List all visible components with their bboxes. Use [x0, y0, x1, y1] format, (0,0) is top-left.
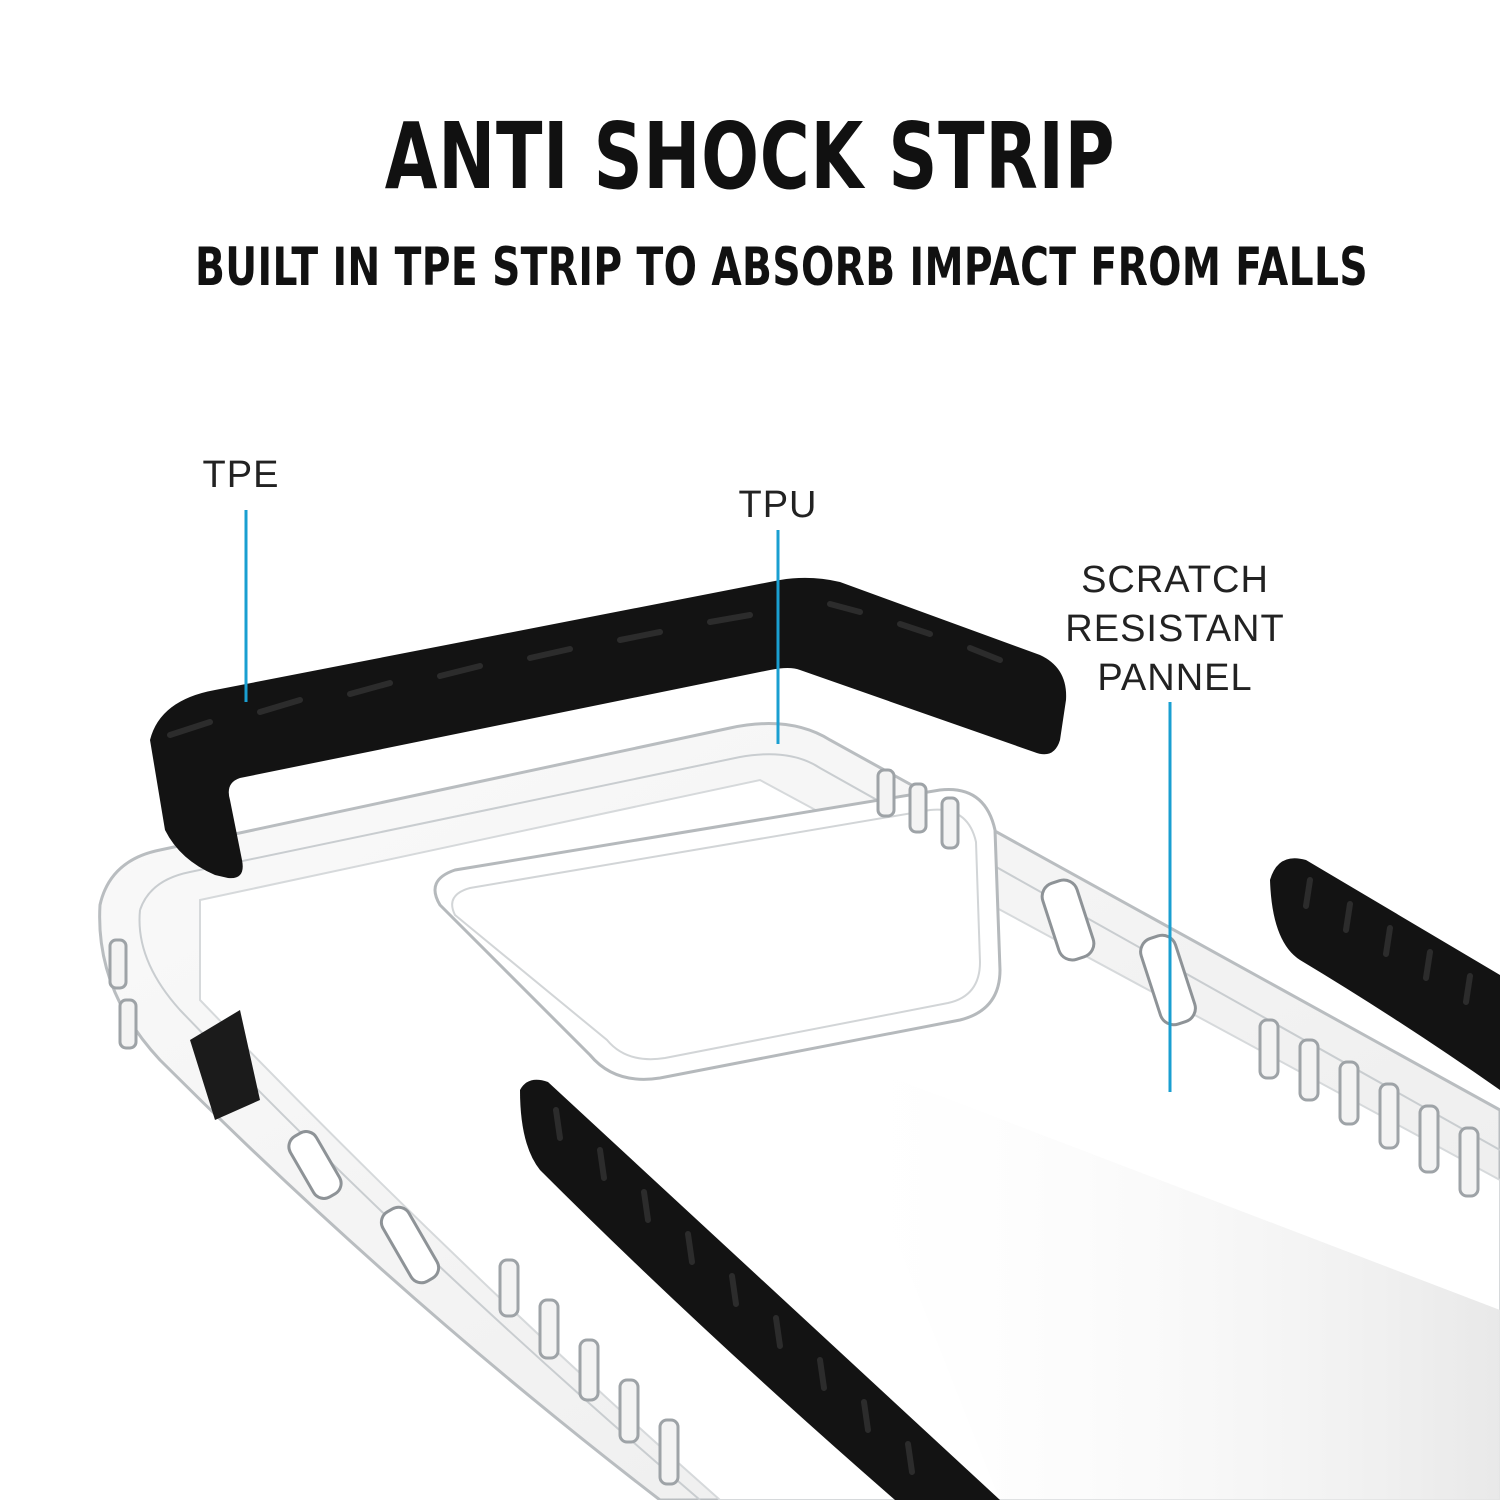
page-subtitle: BUILT IN TPE STRIP TO ABSORB IMPACT FROM… — [195, 237, 1369, 298]
scratch-label-line-3: PANNEL — [1097, 657, 1253, 699]
tpe-strip-top — [150, 577, 1067, 879]
tpu-callout-label: TPU — [738, 484, 818, 526]
scratch-label-line-1: SCRATCH — [1081, 559, 1269, 601]
scratch-label-line-2: RESISTANT — [1065, 608, 1285, 650]
page-title: ANTI SHOCK STRIP — [384, 103, 1116, 210]
tpe-callout-label: TPE — [202, 454, 280, 496]
tpe-strip-left — [520, 1079, 1000, 1500]
tpu-case-frame — [98, 722, 1500, 1500]
scratch-panel-callout-label: SCRATCH RESISTANT PANNEL — [1050, 556, 1300, 703]
tpe-strip-right — [1270, 858, 1500, 1090]
